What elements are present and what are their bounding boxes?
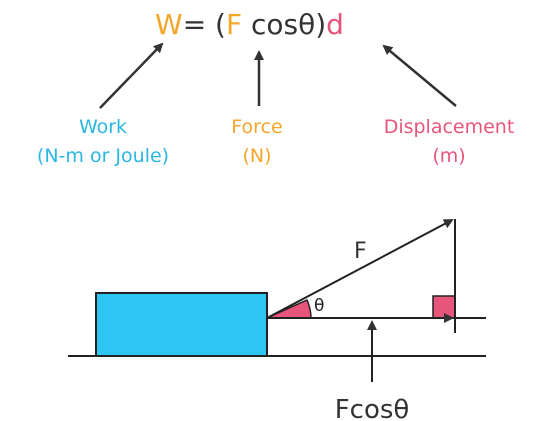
work-units-label: (N-m or Joule) <box>37 145 169 167</box>
displacement-label: Displacement <box>384 116 515 138</box>
displacement-units-label: (m) <box>432 145 465 167</box>
force-vector <box>266 219 454 319</box>
force-vector-label: F <box>354 239 367 264</box>
formula-d: d <box>326 8 344 41</box>
formula-cos-theta: cosθ) <box>242 8 326 41</box>
theta-label: θ <box>314 296 324 316</box>
force-label: Force <box>231 116 282 138</box>
force-units-label: (N) <box>242 145 271 167</box>
component-label: Fcosθ <box>335 395 410 421</box>
block <box>95 292 268 357</box>
displacement-arrow <box>382 44 457 107</box>
formula-w: W <box>155 8 183 41</box>
formula: W= (F cosθ)d <box>155 8 344 41</box>
work-arrow <box>99 42 164 109</box>
formula-equals-open: = ( <box>183 8 226 41</box>
formula-f: F <box>226 8 242 41</box>
work-label: Work <box>79 116 127 138</box>
right-angle-marker <box>432 295 456 319</box>
